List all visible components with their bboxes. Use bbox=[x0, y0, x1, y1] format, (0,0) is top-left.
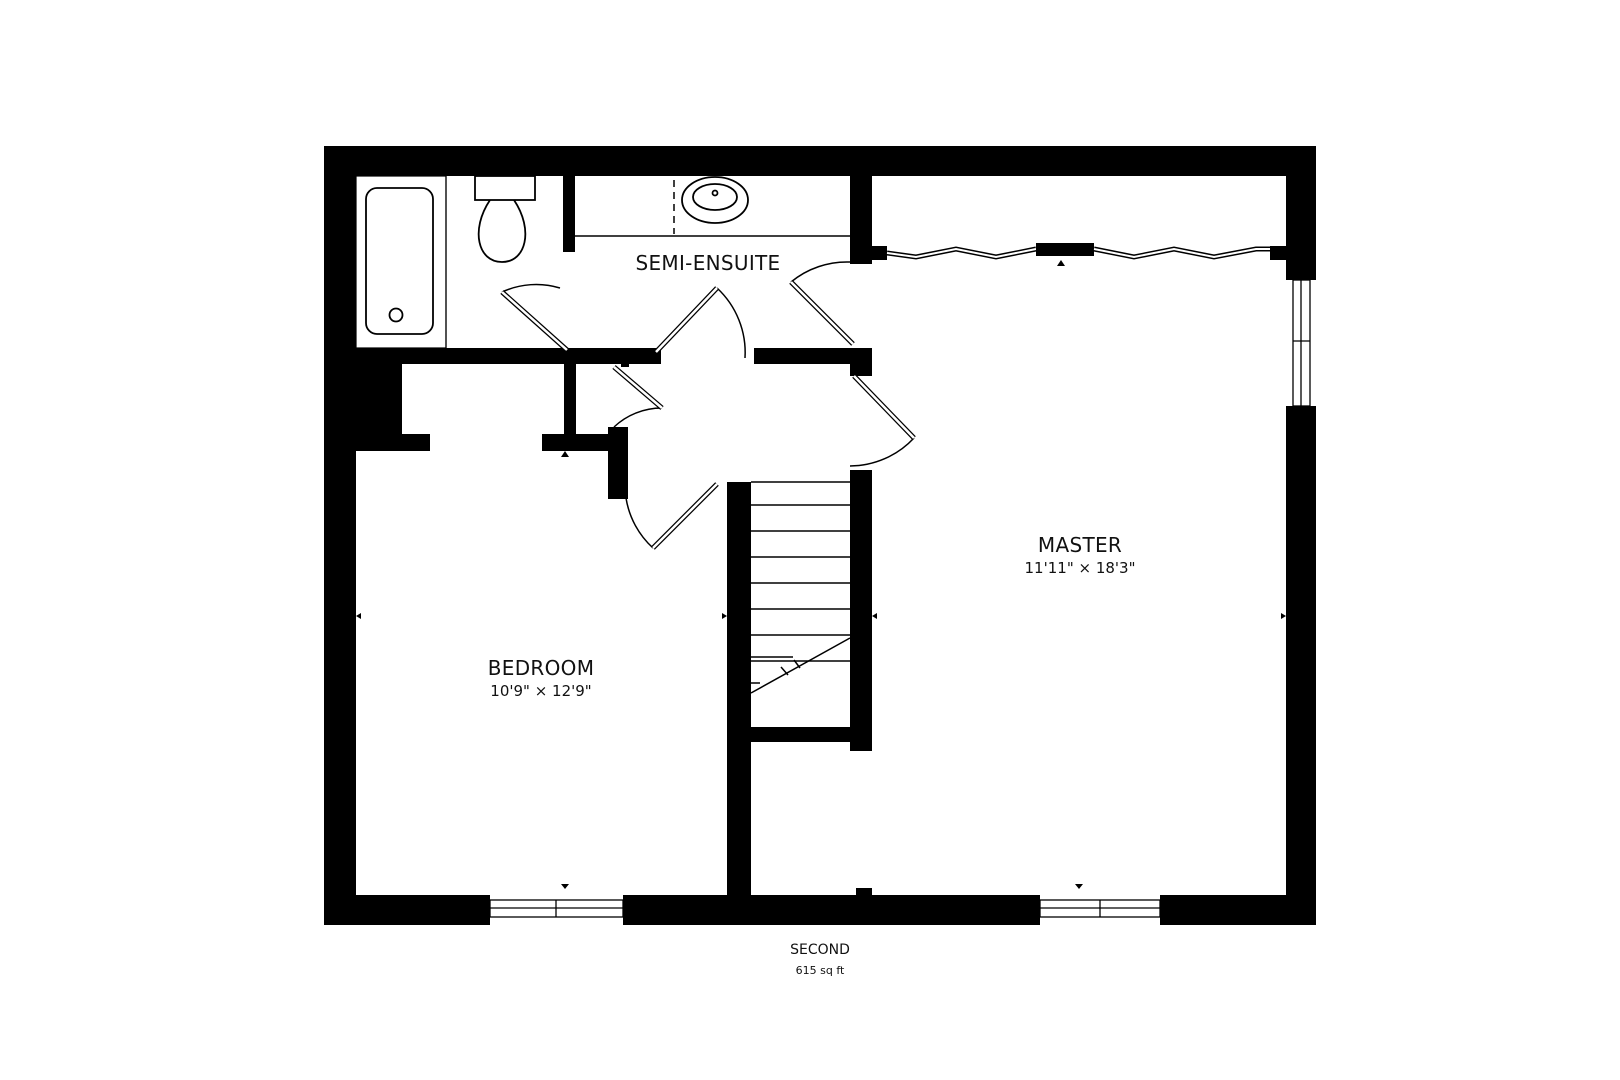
bathtub-icon bbox=[365, 187, 434, 335]
floor-area: 615 sq ft bbox=[795, 964, 845, 977]
windows bbox=[489, 279, 1311, 918]
room-label-master: MASTER bbox=[1037, 533, 1123, 557]
stairs bbox=[750, 481, 851, 694]
sink-icon bbox=[681, 176, 749, 224]
toilet-icon bbox=[474, 175, 536, 201]
room-dimensions-master: 11'11" × 18'3" bbox=[1024, 559, 1136, 577]
walls bbox=[324, 146, 1316, 925]
doors bbox=[500, 261, 916, 550]
room-label-semi-ensuite: SEMI-ENSUITE bbox=[635, 251, 781, 275]
room-label-bedroom: BEDROOM bbox=[487, 656, 595, 680]
dimension-markers bbox=[356, 451, 1286, 889]
floor-name: SECOND bbox=[790, 942, 850, 958]
room-dimensions-bedroom: 10'9" × 12'9" bbox=[490, 682, 592, 700]
folding-closet-doors bbox=[886, 243, 1270, 266]
bathroom-fixtures bbox=[355, 175, 850, 349]
